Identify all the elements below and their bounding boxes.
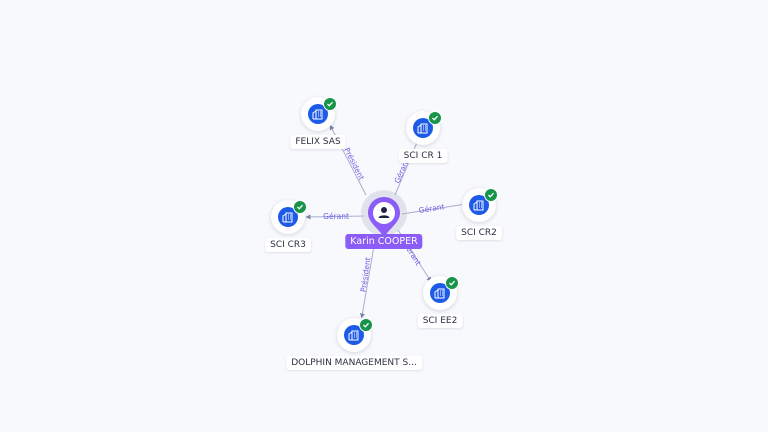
verified-check-icon bbox=[484, 188, 498, 202]
edge-label-felix-sas: Président bbox=[342, 146, 366, 181]
building-icon bbox=[278, 207, 298, 227]
location-pin-icon bbox=[368, 197, 400, 237]
edge-label-sci-cr2: Gérant bbox=[418, 202, 445, 215]
building-icon bbox=[469, 195, 489, 215]
node-label-felix-sas: FELIX SAS bbox=[290, 135, 346, 149]
person-icon bbox=[378, 207, 390, 218]
edge-sci-cr3: Gérant bbox=[305, 212, 365, 221]
verified-check-icon bbox=[428, 111, 442, 125]
verified-check-icon bbox=[293, 200, 307, 214]
verified-check-icon bbox=[323, 97, 337, 111]
building-icon bbox=[308, 104, 328, 124]
building-icon bbox=[413, 118, 433, 138]
center-node-label: Karin COOPER bbox=[345, 234, 423, 249]
edge-sci-cr2: Gérant bbox=[401, 201, 469, 215]
verified-check-icon bbox=[359, 318, 373, 332]
building-icon bbox=[430, 283, 450, 303]
node-label-sci-ee2: SCI EE2 bbox=[417, 314, 463, 328]
node-label-sci-cr2: SCI CR2 bbox=[456, 226, 502, 240]
node-label-sci-cr3: SCI CR3 bbox=[265, 238, 311, 252]
node-label-dolphin-management: DOLPHIN MANAGEMENT S... bbox=[286, 356, 422, 370]
node-label-sci-cr-1: SCI CR 1 bbox=[398, 149, 448, 163]
building-icon bbox=[344, 325, 364, 345]
edge-label-dolphin-management: Président bbox=[359, 257, 373, 293]
verified-check-icon bbox=[445, 276, 459, 290]
edge-label-sci-cr3: Gérant bbox=[323, 212, 349, 221]
